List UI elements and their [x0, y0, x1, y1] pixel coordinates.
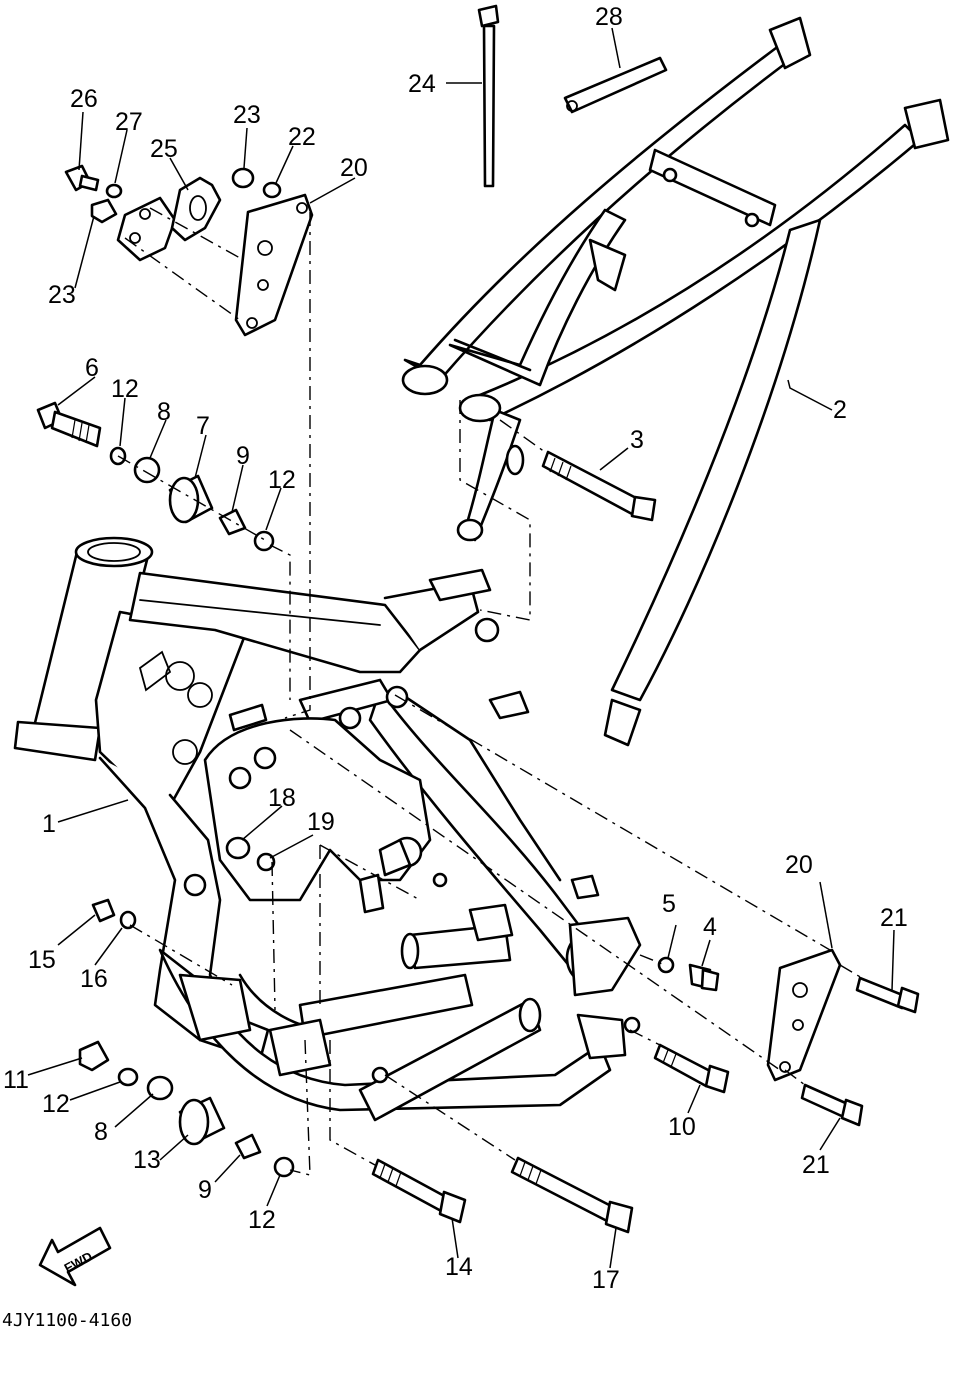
- callout-12-b: 12: [268, 466, 296, 494]
- callout-17: 17: [592, 1266, 620, 1294]
- callout-26: 26: [70, 85, 98, 113]
- assembly-lines: [117, 207, 863, 1176]
- callout-9-upper: 9: [236, 442, 250, 470]
- diagram-code: 4JY1100-4160: [2, 1310, 132, 1331]
- callout-12-d: 12: [248, 1206, 276, 1234]
- callout-2: 2: [833, 396, 847, 424]
- fwd-arrow-icon: FWD: [38, 1226, 112, 1287]
- callout-11: 11: [3, 1066, 29, 1094]
- main-frame: [13, 536, 642, 1122]
- callout-21-lower: 21: [802, 1151, 830, 1179]
- callout-8-lower: 8: [94, 1118, 108, 1146]
- callout-23-upper: 23: [233, 101, 261, 129]
- plate-25: [170, 176, 222, 242]
- callout-20-right: 20: [785, 851, 813, 879]
- callout-28: 28: [595, 3, 623, 31]
- callout-18: 18: [268, 784, 296, 812]
- callout-23-lower: 23: [48, 281, 76, 309]
- hardware-parts: [36, 4, 920, 1234]
- callout-labels: 26 27 25 23 22 20 23 24 28 2 3 6 12 8 7 …: [3, 3, 908, 1294]
- leader-lines: [27, 27, 895, 1269]
- callout-15: 15: [28, 946, 56, 974]
- callout-27: 27: [115, 108, 143, 136]
- callout-4: 4: [703, 913, 717, 941]
- callout-25: 25: [150, 135, 178, 163]
- callout-24: 24: [408, 70, 436, 98]
- callout-20-upper: 20: [340, 154, 368, 182]
- callout-8-upper: 8: [157, 398, 171, 426]
- callout-3: 3: [630, 426, 644, 454]
- engine-mount-bracket-right: [766, 948, 842, 1082]
- callout-12-c: 12: [42, 1090, 70, 1118]
- rear-subframe: [401, 16, 950, 747]
- callout-13: 13: [133, 1146, 161, 1174]
- callout-21-upper: 21: [880, 904, 908, 932]
- callout-7: 7: [196, 412, 210, 440]
- callout-9-lower: 9: [198, 1176, 212, 1204]
- callout-1: 1: [42, 810, 56, 838]
- engine-bracket-left: [116, 196, 177, 262]
- callout-22: 22: [288, 123, 316, 151]
- callout-19: 19: [307, 808, 335, 836]
- callout-16: 16: [80, 965, 108, 993]
- engine-mount-bracket-upper: [234, 193, 314, 337]
- callout-10: 10: [668, 1113, 696, 1141]
- callout-12-a: 12: [111, 375, 139, 403]
- callout-5: 5: [662, 890, 676, 918]
- callout-6: 6: [85, 354, 99, 382]
- callout-14: 14: [445, 1253, 473, 1281]
